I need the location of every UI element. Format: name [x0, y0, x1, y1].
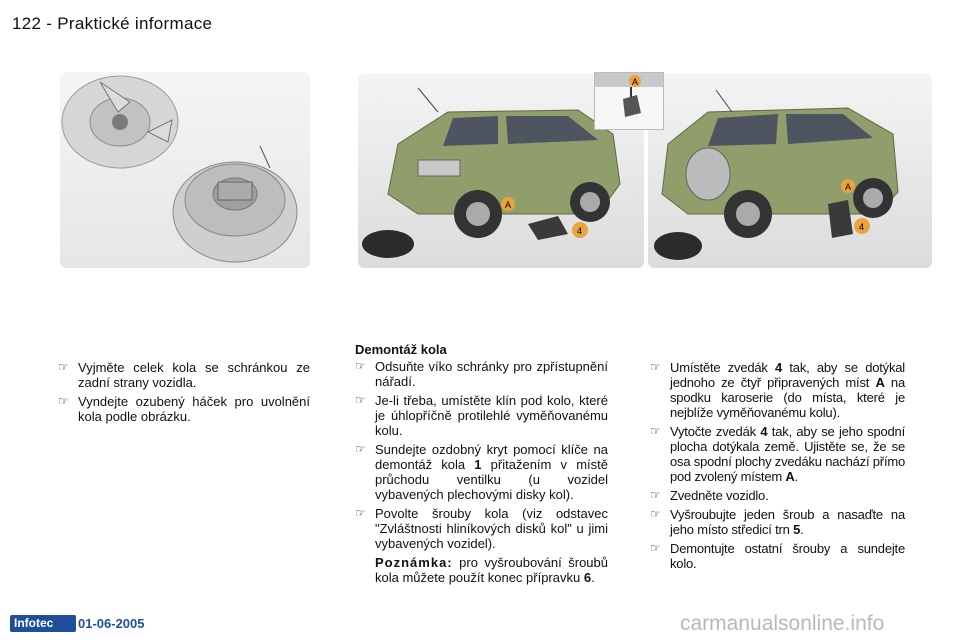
- section-title: Praktické informace: [57, 14, 213, 33]
- header-separator: -: [46, 14, 53, 33]
- car-jack-illustration-left: A 4: [358, 74, 644, 268]
- instruction-text: Je-li třeba, umístěte klín pod kolo, kte…: [375, 393, 608, 438]
- jack-detail-inset: A: [594, 72, 664, 130]
- page-number: 122: [12, 14, 42, 33]
- infotec-logo: Infotec: [10, 615, 76, 632]
- left-instructions: ☞ Vyjměte celek kola se schránkou ze zad…: [58, 360, 310, 428]
- pointing-hand-icon: ☞: [650, 541, 661, 555]
- callout-a-inset: A: [632, 77, 638, 87]
- pointing-hand-icon: ☞: [355, 506, 366, 520]
- instruction-text: Vyšroubujte jeden šroub a nasaďte na jeh…: [670, 507, 905, 537]
- instruction-item: ☞ Je-li třeba, umístěte klín pod kolo, k…: [355, 393, 608, 438]
- instruction-text: Odsuňte víko schránky pro zpřístupnění n…: [375, 359, 608, 389]
- instruction-text: Vyndejte ozubený háček pro uvolnění kola…: [78, 394, 310, 424]
- pointing-hand-icon: ☞: [650, 507, 661, 521]
- instruction-item: ☞ Umístěte zvedák 4 tak, aby se dotýkal …: [650, 360, 905, 420]
- instruction-item: ☞ Odsuňte víko schránky pro zpřístupnění…: [355, 359, 608, 389]
- wheel-removal-instructions: Demontáž kola ☞ Odsuňte víko schránky pr…: [355, 342, 608, 585]
- pointing-hand-icon: ☞: [58, 394, 69, 408]
- instruction-item: ☞ Sundejte ozdobný kryt pomocí klíče na …: [355, 442, 608, 502]
- right-instructions: ☞ Umístěte zvedák 4 tak, aby se dotýkal …: [650, 360, 905, 575]
- item-number: 6: [583, 570, 592, 585]
- page-header: 122 - Praktické informace: [12, 14, 212, 34]
- pointing-hand-icon: ☞: [355, 359, 366, 373]
- callout-4-right: 4: [859, 222, 864, 232]
- pointing-hand-icon: ☞: [650, 488, 661, 502]
- instruction-item: ☞ Demontujte ostatní šrouby a sundejte k…: [650, 541, 905, 571]
- pointing-hand-icon: ☞: [355, 442, 366, 456]
- wheel-removal-title: Demontáž kola: [355, 342, 447, 357]
- instruction-item: ☞ Vyjměte celek kola se schránkou ze zad…: [58, 360, 310, 390]
- instruction-item: ☞ Vyšroubujte jeden šroub a nasaďte na j…: [650, 507, 905, 537]
- instruction-item: ☞ Vytočte zvedák 4 tak, aby se jeho spod…: [650, 424, 905, 484]
- publication-date: 01-06-2005: [78, 616, 145, 631]
- instruction-text: Demontujte ostatní šrouby a sundejte kol…: [670, 541, 905, 571]
- instruction-text: Umístěte zvedák 4 tak, aby se dotýkal je…: [670, 360, 905, 420]
- instruction-item: ☞ Povolte šrouby kola (viz odstavec "Zvl…: [355, 506, 608, 551]
- pointing-hand-icon: ☞: [650, 424, 661, 438]
- site-watermark: carmanualsonline.info: [680, 612, 885, 635]
- note-label: Poznámka:: [375, 555, 453, 570]
- instruction-text: Vytočte zvedák 4 tak, aby se jeho spodní…: [670, 424, 906, 484]
- instruction-text: Sundejte ozdobný kryt pomocí klíče na de…: [375, 442, 608, 502]
- spare-wheel-illustration: [60, 72, 310, 268]
- instruction-item: ☞ Vyndejte ozubený háček pro uvolnění ko…: [58, 394, 310, 424]
- callout-a-left: A: [505, 200, 511, 210]
- car-jack-illustration-right: A 4: [648, 74, 932, 268]
- instruction-text: Povolte šrouby kola (viz odstavec "Zvláš…: [375, 506, 608, 551]
- pointing-hand-icon: ☞: [58, 360, 69, 374]
- instruction-item: ☞ Zvedněte vozidlo.: [650, 488, 905, 503]
- callout-4-left: 4: [577, 226, 582, 236]
- item-number: 1: [474, 457, 482, 472]
- note: Poznámka: pro vyšroubování šroubů kola m…: [375, 555, 608, 585]
- callout-a-right: A: [845, 182, 851, 192]
- pointing-hand-icon: ☞: [355, 393, 366, 407]
- pointing-hand-icon: ☞: [650, 360, 661, 374]
- instruction-text: Vyjměte celek kola se schránkou ze zadní…: [78, 360, 310, 390]
- instruction-text: Zvedněte vozidlo.: [670, 488, 769, 503]
